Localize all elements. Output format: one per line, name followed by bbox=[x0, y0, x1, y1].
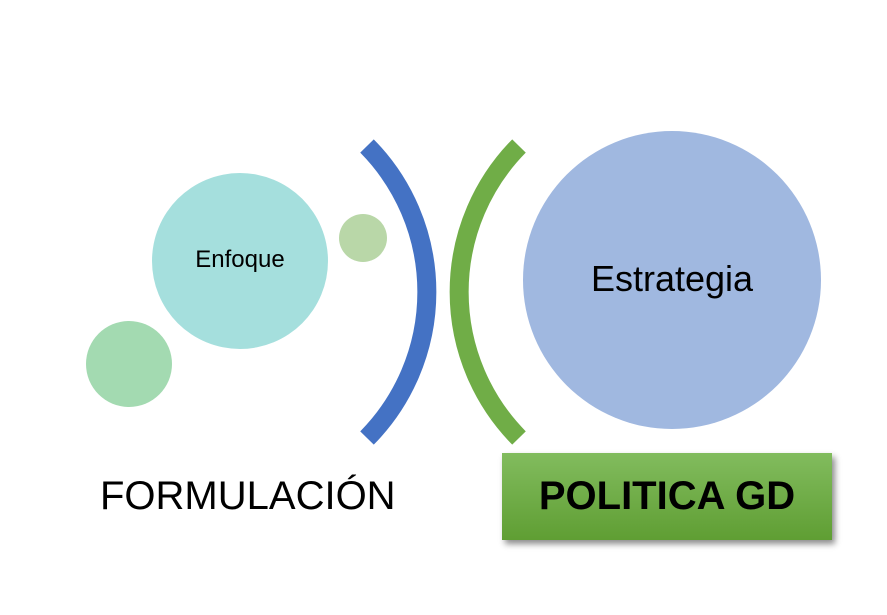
formulacion-label: FORMULACIÓN bbox=[100, 474, 396, 518]
estrategia-circle bbox=[523, 131, 821, 429]
blue-arc bbox=[360, 139, 437, 445]
estrategia-label: Estrategia bbox=[590, 258, 754, 299]
green-arc bbox=[449, 139, 526, 445]
enfoque-label: Enfoque bbox=[195, 246, 285, 273]
politica-gd-box: POLITICA GD bbox=[502, 453, 832, 540]
politica-gd-label: POLITICA GD bbox=[538, 474, 796, 518]
small-left-circle bbox=[86, 321, 172, 407]
enfoque-circle bbox=[152, 173, 328, 349]
small-green-circle bbox=[339, 214, 387, 262]
